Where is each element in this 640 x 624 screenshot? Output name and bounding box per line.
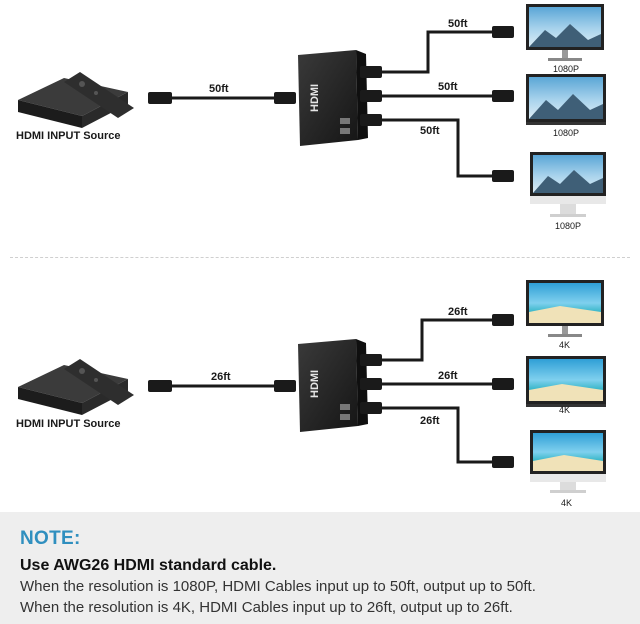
input-cable-length: 50ft bbox=[209, 83, 229, 95]
tv-screen-icon bbox=[526, 74, 606, 125]
tv-screen-icon bbox=[526, 356, 606, 407]
output-cable-3 bbox=[382, 118, 514, 182]
output-cable-3-length: 50ft bbox=[420, 125, 440, 137]
output-cable-3 bbox=[382, 406, 514, 468]
output-cable-2-length: 50ft bbox=[438, 81, 458, 93]
input-cable bbox=[148, 92, 296, 104]
tv-monitor-icon bbox=[526, 4, 604, 61]
remote-control-icon bbox=[64, 359, 134, 405]
tv-3-resolution: 1080P bbox=[555, 221, 581, 231]
hdmi-splitter-icon: HDMI bbox=[298, 339, 368, 432]
output-cable-2 bbox=[382, 378, 514, 390]
hdmi-splitter-icon: HDMI bbox=[298, 50, 368, 146]
diagram-4k-svg: HDMI INPUT Source 26ft HDMI 26ft 26ft 26… bbox=[16, 280, 606, 508]
output-cable-3-length: 26ft bbox=[420, 415, 440, 427]
input-cable-length: 26ft bbox=[211, 371, 231, 383]
input-cable bbox=[148, 380, 296, 392]
tv-2-resolution: 4K bbox=[559, 405, 570, 415]
device-logo: HDMI bbox=[309, 370, 321, 398]
computer-monitor-icon bbox=[530, 152, 606, 217]
tv-2-resolution: 1080P bbox=[553, 128, 579, 138]
computer-monitor-icon bbox=[530, 430, 606, 493]
tv-monitor-icon bbox=[526, 280, 604, 337]
diagram-1080p-svg: HDMI INPUT Source 50ft HDMI 50ft 50ft 50… bbox=[16, 4, 606, 231]
note-1080p-limit: When the resolution is 1080P, HDMI Cable… bbox=[20, 578, 536, 595]
section-divider bbox=[10, 257, 630, 258]
tv-1-resolution: 4K bbox=[559, 340, 570, 350]
tv-1-resolution: 1080P bbox=[553, 64, 579, 74]
device-logo: HDMI bbox=[309, 84, 321, 112]
output-cable-2-length: 26ft bbox=[438, 370, 458, 382]
note-section: NOTE: Use AWG26 HDMI standard cable. Whe… bbox=[0, 512, 640, 624]
note-title: NOTE: bbox=[20, 528, 81, 549]
output-cable-1-length: 26ft bbox=[448, 306, 468, 318]
source-label: HDMI INPUT Source bbox=[16, 130, 121, 142]
tv-3-resolution: 4K bbox=[561, 498, 572, 508]
diagram-1080p: HDMI INPUT Source 50ft HDMI 50ft 50ft 50… bbox=[0, 0, 640, 255]
diagram-4k: HDMI INPUT Source 26ft HDMI 26ft 26ft 26… bbox=[0, 262, 640, 512]
output-cable-2 bbox=[382, 90, 514, 102]
source-label: HDMI INPUT Source bbox=[16, 418, 121, 430]
output-cable-1 bbox=[382, 314, 514, 362]
remote-control-icon bbox=[64, 72, 134, 118]
output-cable-1-length: 50ft bbox=[448, 18, 468, 30]
note-4k-limit: When the resolution is 4K, HDMI Cables i… bbox=[20, 599, 513, 616]
note-cable-spec: Use AWG26 HDMI standard cable. bbox=[20, 557, 277, 574]
output-cable-1 bbox=[382, 26, 514, 74]
